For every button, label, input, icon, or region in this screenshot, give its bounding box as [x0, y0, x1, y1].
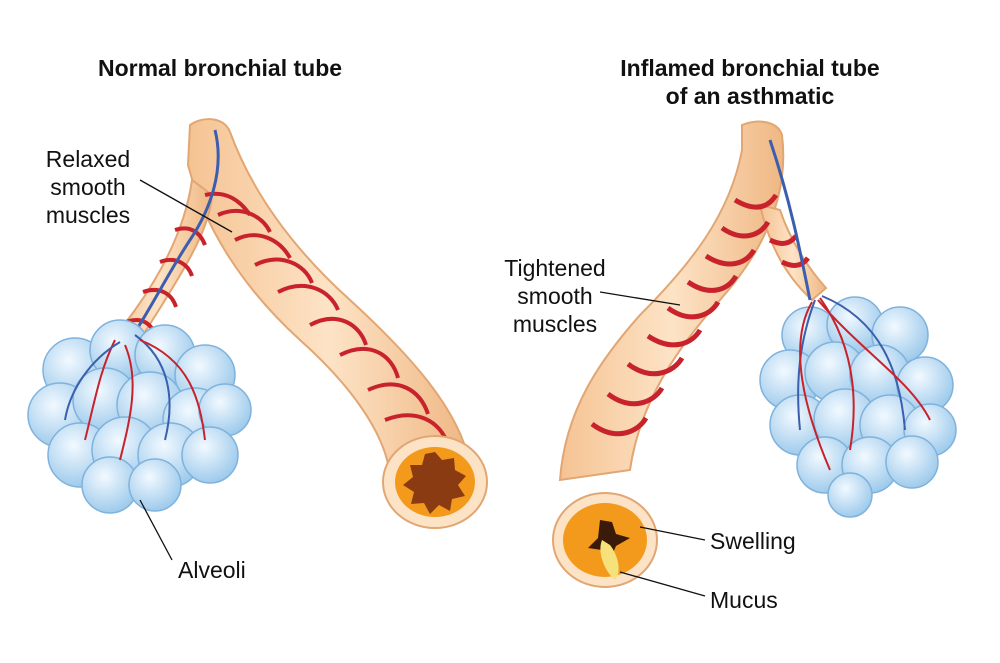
normal-alveoli-cluster — [28, 320, 251, 513]
normal-tube-title: Normal bronchial tube — [40, 54, 400, 82]
normal-tube-opening — [383, 436, 487, 528]
label-tightened-line1: Tightened — [480, 254, 630, 282]
inflamed-tube-title: Inflamed bronchial tube of an asthmatic — [540, 54, 960, 110]
inflamed-tube-opening — [553, 493, 657, 587]
label-relaxed-line2: smooth — [28, 173, 148, 201]
leader-mucus — [620, 572, 705, 596]
label-relaxed-line3: muscles — [28, 201, 148, 229]
label-swelling: Swelling — [710, 527, 796, 555]
label-relaxed-line1: Relaxed — [28, 145, 148, 173]
inflamed-tube-title-line2: of an asthmatic — [540, 82, 960, 110]
inflamed-tube-title-line1: Inflamed bronchial tube — [540, 54, 960, 82]
label-alveoli: Alveoli — [178, 556, 246, 584]
inflamed-alveoli-cluster — [760, 297, 956, 517]
label-relaxed-smooth-muscles: Relaxed smooth muscles — [28, 145, 148, 229]
label-mucus: Mucus — [710, 586, 778, 614]
label-tightened-line3: muscles — [480, 310, 630, 338]
label-tightened-line2: smooth — [480, 282, 630, 310]
normal-tube-title-text: Normal bronchial tube — [40, 54, 400, 82]
label-tightened-smooth-muscles: Tightened smooth muscles — [480, 254, 630, 338]
inflamed-bronchus — [553, 122, 956, 587]
